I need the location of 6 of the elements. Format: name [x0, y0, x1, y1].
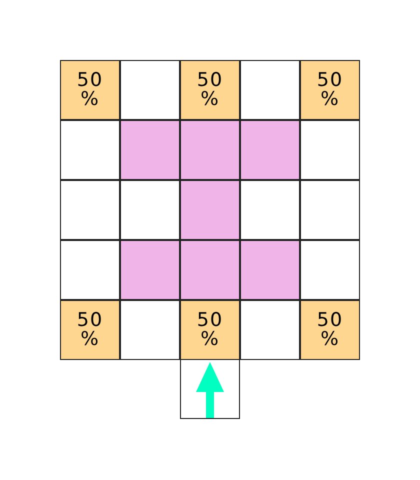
grid-cell: 50 % [60, 300, 120, 360]
grid-cell: 50 % [60, 60, 120, 120]
grid-cell: 50 % [180, 300, 240, 360]
grid-cell: 50 % [180, 60, 240, 120]
grid-cell: 50 % [300, 60, 360, 120]
grid-cell: 50 % [300, 300, 360, 360]
